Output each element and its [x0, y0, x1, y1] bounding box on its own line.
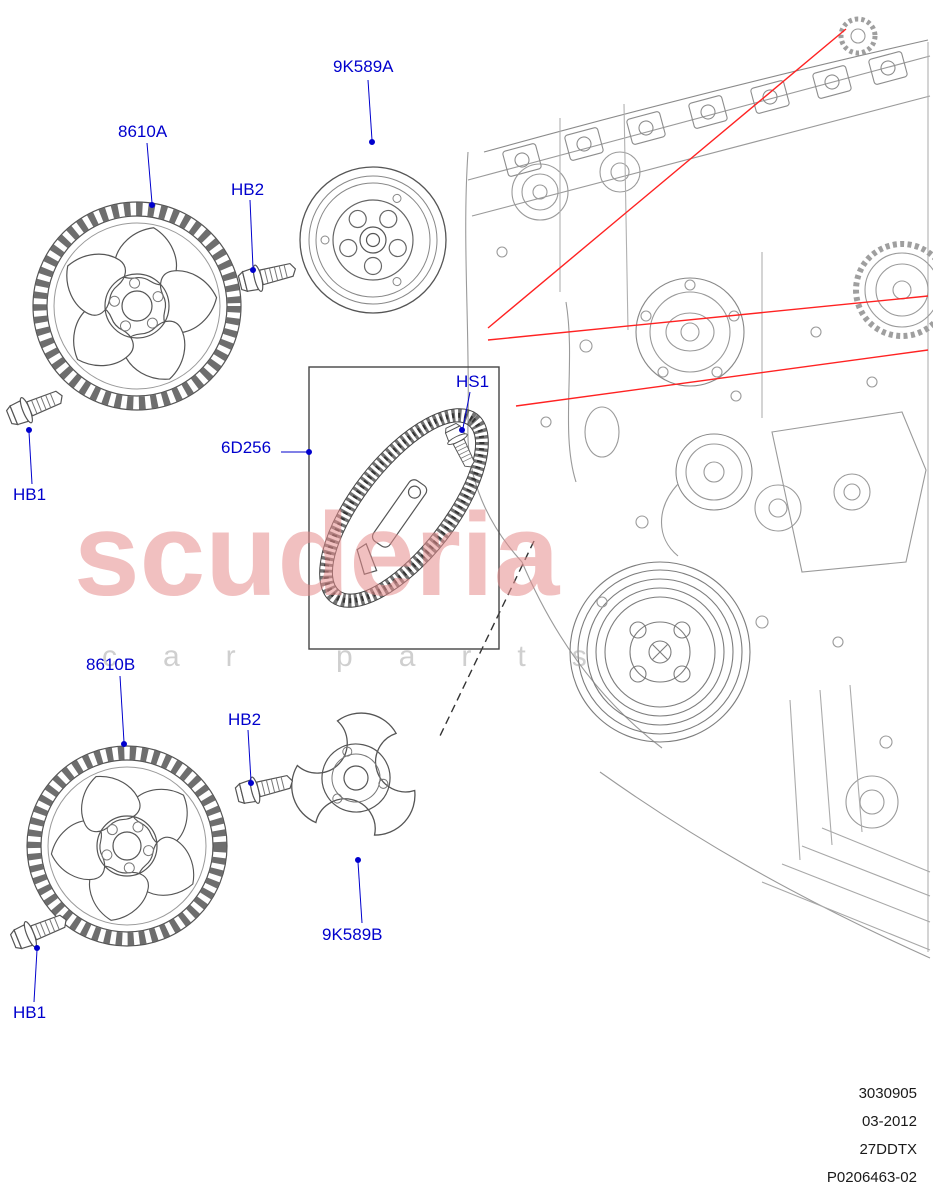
timing-chain-6D256	[319, 408, 489, 608]
chain-detail-box	[308, 366, 500, 650]
callout-9K589B[interactable]: 9K589B	[322, 925, 383, 944]
camshaft-gear-8610B	[26, 745, 228, 947]
assembly-dashed-line	[437, 540, 535, 741]
callout-HB1-bottom[interactable]: HB1	[13, 1003, 47, 1022]
doc-number: 3030905	[858, 1085, 917, 1102]
document-reference-block: 3030905 03-2012 27DDTX P0206463-02	[827, 1080, 917, 1192]
callout-8610B[interactable]: 8610B	[86, 655, 136, 674]
camshaft-gear-8610A	[32, 201, 242, 411]
doc-date: 03-2012	[861, 1113, 917, 1130]
pulse-wheel-9K589B	[291, 712, 416, 836]
red-reference-lines	[487, 28, 929, 407]
doc-engine-code: 27DDTX	[859, 1141, 917, 1158]
doc-drawing-id: P0206463-02	[826, 1169, 917, 1186]
callout-9K589A[interactable]: 9K589A	[333, 57, 394, 76]
flange-bolt-hb2-bottom	[233, 767, 297, 809]
flange-bolt-hb1-top	[3, 382, 68, 431]
callout-HB1-top[interactable]: HB1	[13, 485, 47, 504]
flange-bolt-hb2-top	[236, 255, 300, 297]
callout-8610A[interactable]: 8610A	[118, 122, 168, 141]
callout-leader-lines	[26, 79, 471, 1003]
callout-6D256[interactable]: 6D256	[221, 438, 272, 457]
engine-illustration	[465, 16, 933, 959]
vvt-pulley-9K589A	[299, 166, 447, 314]
callout-HB2-bottom[interactable]: HB2	[228, 710, 262, 729]
callout-HS1[interactable]: HS1	[456, 372, 490, 391]
chain-tensioner	[356, 479, 428, 575]
callout-HB2-top[interactable]: HB2	[231, 180, 265, 199]
